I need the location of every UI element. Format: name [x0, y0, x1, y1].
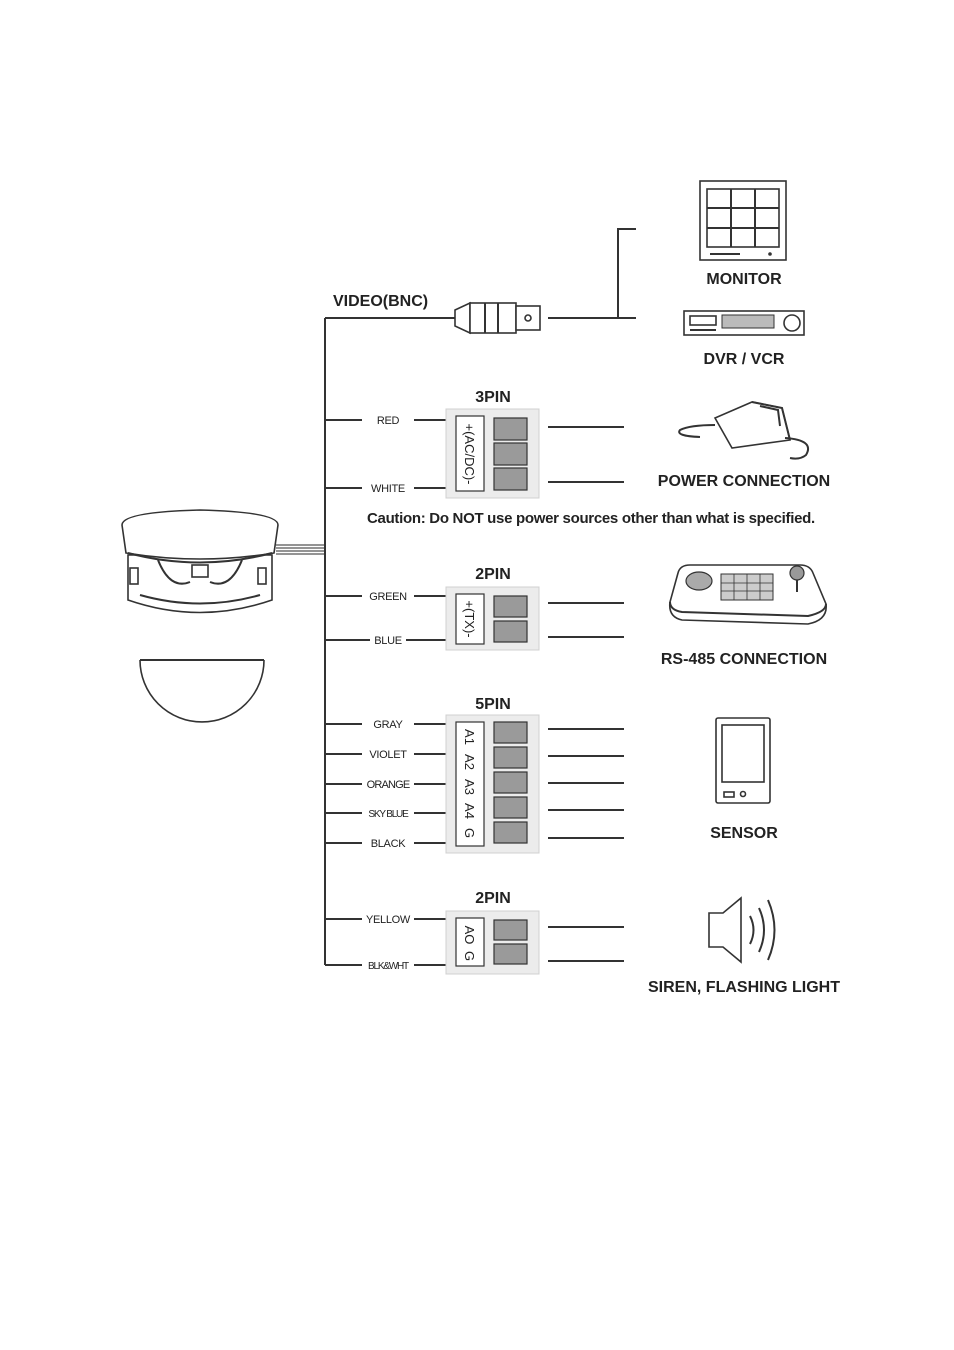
- keyboard-controller-icon: [668, 564, 827, 625]
- dome-camera: [121, 509, 279, 723]
- wire-label-orange: ORANGE: [367, 779, 410, 791]
- dvr-icon: [683, 310, 805, 336]
- cable-bundle: [276, 544, 325, 555]
- alarm-pin-title: 2PIN: [475, 890, 511, 907]
- power-connection-label: POWER CONNECTION: [658, 473, 830, 490]
- video-bnc-branch: VIDEO(BNC): [325, 228, 636, 335]
- video-bnc-label: VIDEO(BNC): [333, 293, 428, 310]
- siren-label: SIREN, FLASHING LIGHT: [648, 979, 840, 996]
- power-adapter-icon: [678, 401, 810, 460]
- wire-label-white: WHITE: [371, 483, 405, 495]
- wire-label-yellow: YELLOW: [366, 914, 411, 926]
- power-pin-title: 3PIN: [475, 389, 511, 406]
- wire-label-blue: BLUE: [374, 635, 402, 647]
- monitor-label: MONITOR: [706, 271, 782, 288]
- monitor-icon: [699, 180, 787, 261]
- wire-label-sky-blue: SKY BLUE: [368, 809, 409, 820]
- sensor-terminal-g: G: [462, 828, 477, 838]
- rs485-connection-label: RS-485 CONNECTION: [661, 651, 827, 668]
- wire-label-black: BLACK: [371, 838, 407, 850]
- rs485-terminal-label: +(TX)-: [462, 600, 477, 637]
- power-terminal-label: +(AC/DC)-: [462, 423, 477, 484]
- wire-label-blk-wht: BLK&WHT: [368, 961, 409, 972]
- rs485-2pin-block: GREEN BLUE 2PIN +(TX)-: [325, 566, 624, 651]
- sensor-terminal-a1: A1: [462, 729, 477, 745]
- sensor-5pin-block: GRAY VIOLET ORANGE SKY BLUE BLACK 5PIN A…: [325, 696, 624, 854]
- alarm-terminal-g: G: [462, 951, 477, 961]
- dvr-label: DVR / VCR: [704, 351, 785, 368]
- sensor-pin-title: 5PIN: [475, 696, 511, 713]
- sensor-icon: [715, 717, 771, 804]
- wire-label-green: GREEN: [369, 591, 407, 603]
- wire-label-violet: VIOLET: [369, 749, 407, 761]
- wire-label-red: RED: [377, 415, 400, 427]
- speaker-icon: [708, 896, 776, 964]
- sensor-label: SENSOR: [710, 825, 778, 842]
- power-3pin-block: RED WHITE 3PIN +(AC/DC)-: [325, 389, 624, 499]
- sensor-terminal-a4: A4: [462, 803, 477, 819]
- wire-label-gray: GRAY: [373, 719, 403, 731]
- sensor-terminal-a2: A2: [462, 754, 477, 770]
- alarm-2pin-block: YELLOW BLK&WHT 2PIN AO G: [325, 890, 624, 975]
- bnc-connector: [454, 301, 541, 335]
- caution-text: Caution: Do NOT use power sources other …: [367, 510, 815, 527]
- sensor-terminal-a3: A3: [462, 779, 477, 795]
- rs485-pin-title: 2PIN: [475, 566, 511, 583]
- alarm-terminal-ao: AO: [462, 926, 477, 945]
